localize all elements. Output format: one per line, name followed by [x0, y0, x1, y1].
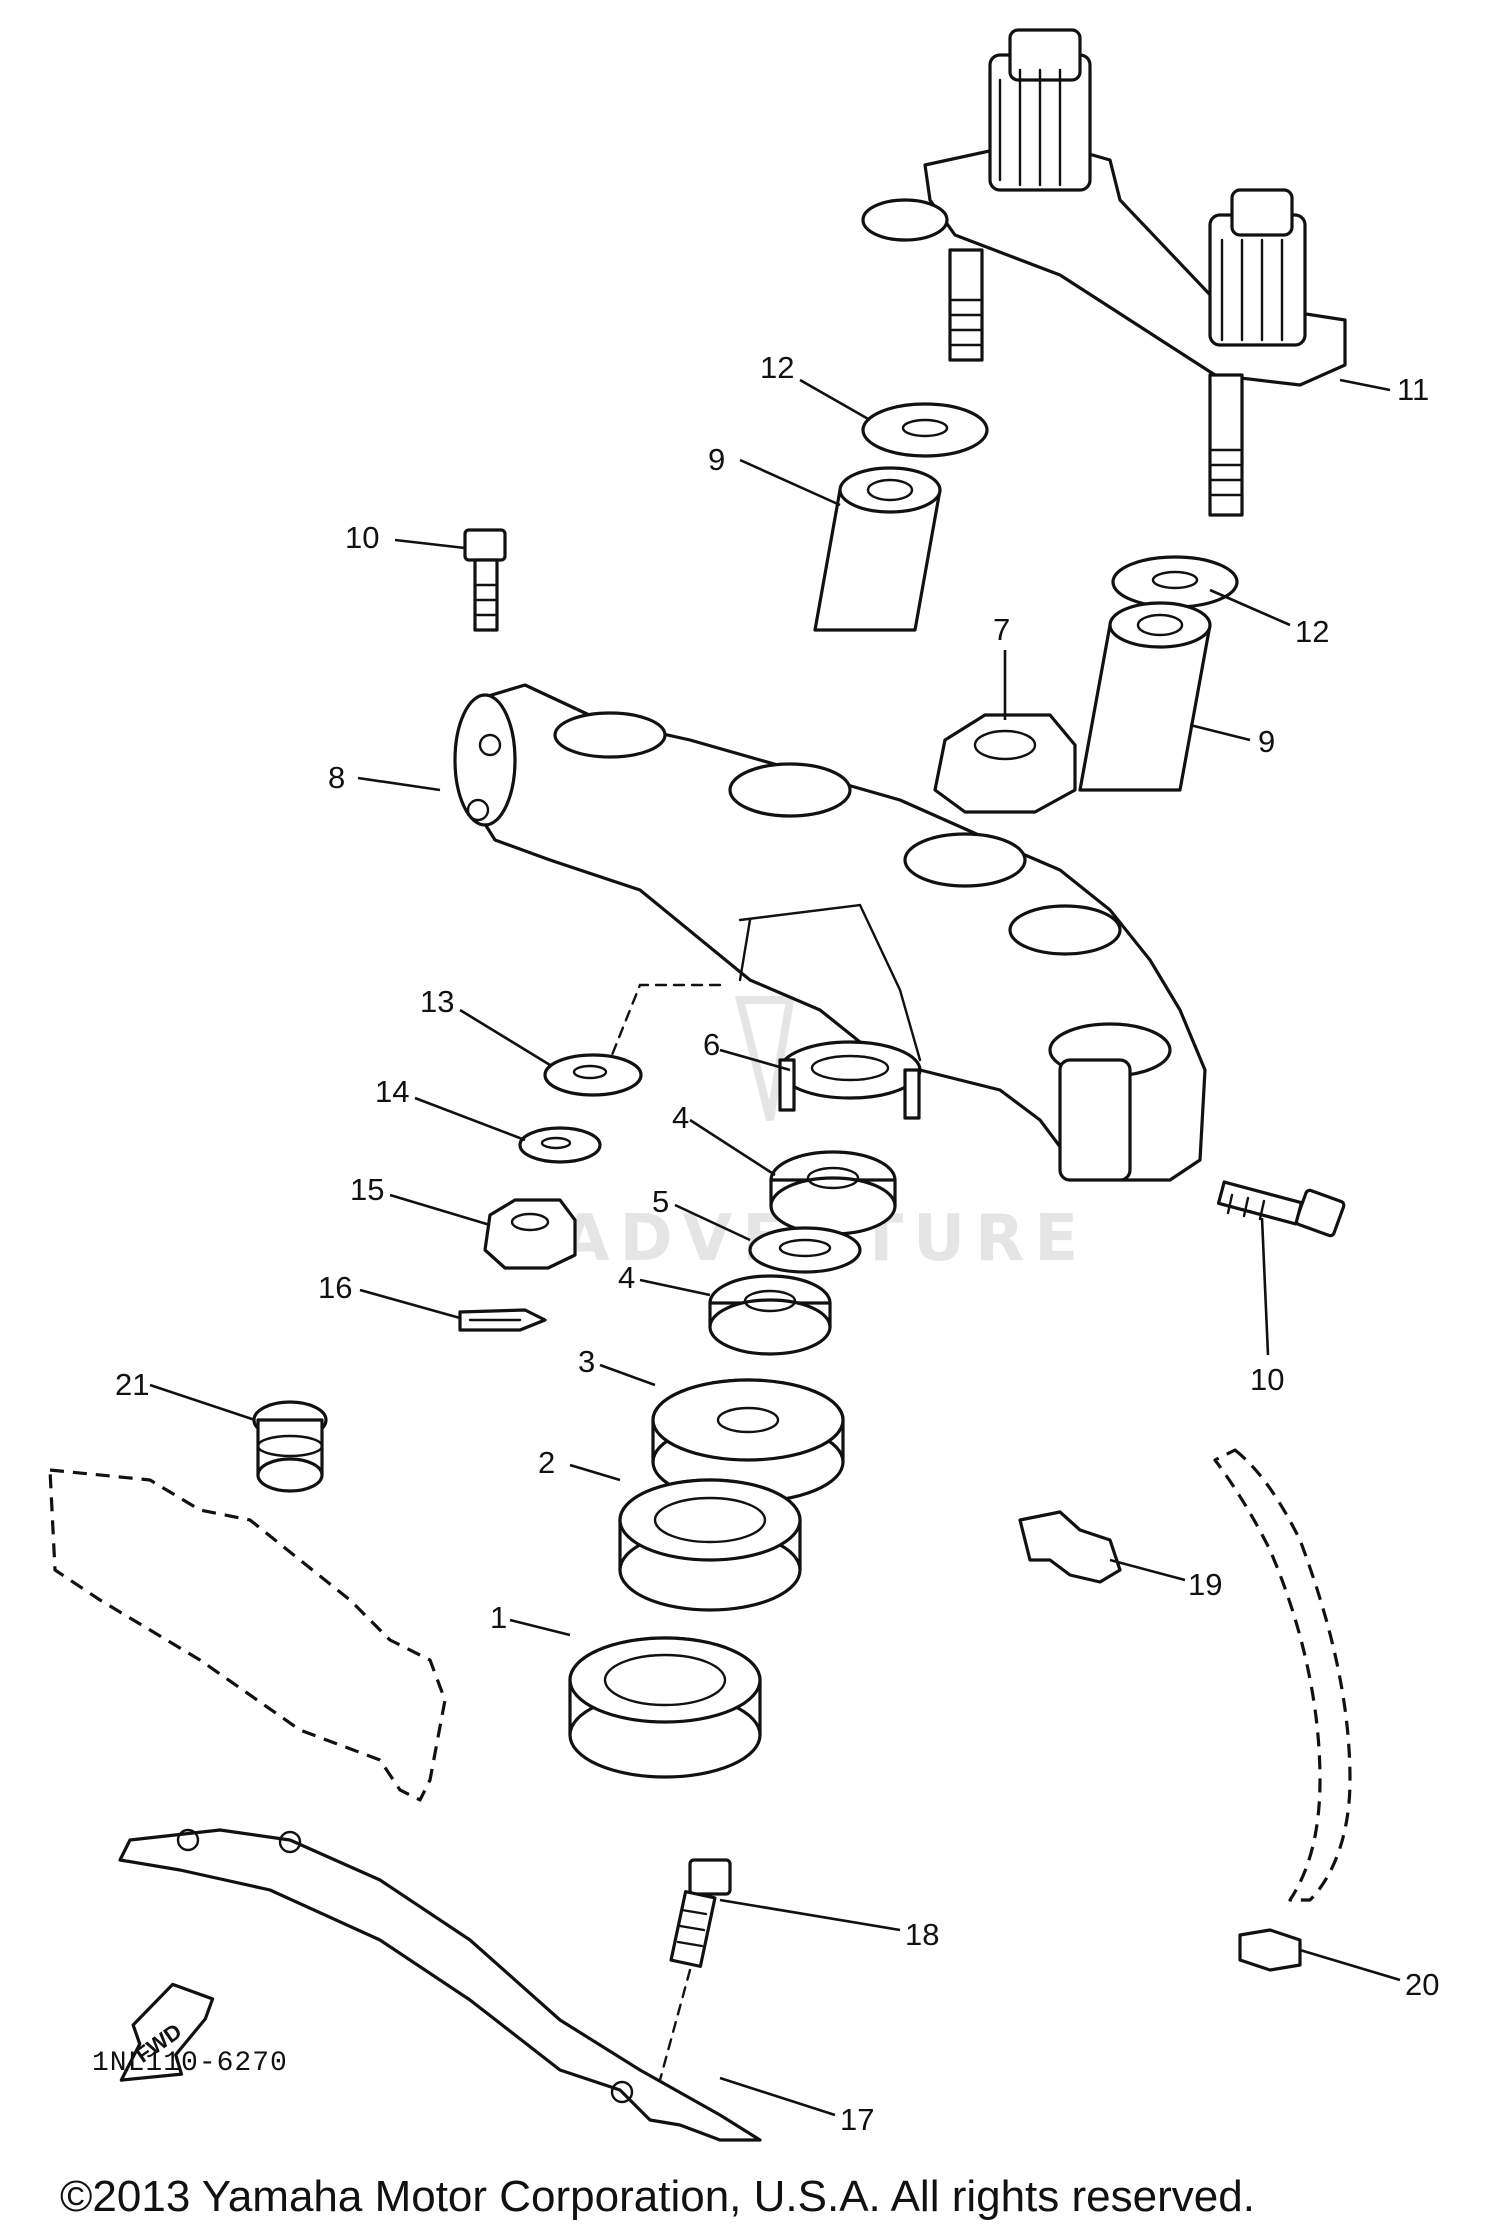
callout-18: 18 [905, 1917, 939, 1952]
part-9-damper-left [813, 466, 942, 632]
part-10-bolt-lower [1216, 1180, 1346, 1238]
callout-21: 21 [115, 1367, 149, 1402]
part-16-cotter-pin [458, 1308, 547, 1332]
callout-13: 13 [420, 984, 454, 1019]
callout-3: 3 [578, 1344, 595, 1379]
callout-2: 2 [538, 1445, 555, 1480]
part-11-handlebar-holder [861, 28, 1347, 517]
fwd-arrow-icon: FWD [119, 1982, 215, 2082]
callout-12-upper: 12 [760, 350, 794, 385]
callout-16: 16 [318, 1270, 352, 1305]
callout-6: 6 [703, 1027, 720, 1062]
part-17-lower-cover [118, 1828, 762, 2142]
callout-9-lower: 9 [1258, 724, 1275, 759]
callout-4-upper: 4 [672, 1100, 689, 1135]
callout-4-lower: 4 [618, 1260, 635, 1295]
callout-10-upper: 10 [345, 520, 379, 555]
part-8-lower-bracket [453, 683, 1207, 1182]
callout-12-lower: 12 [1295, 614, 1329, 649]
callout-9-upper: 9 [708, 442, 725, 477]
callout-15: 15 [350, 1172, 384, 1207]
part-19-clip [1018, 1510, 1122, 1584]
part-14-lock-washer [518, 1126, 602, 1164]
callout-1: 1 [490, 1600, 507, 1635]
leader-lines [149, 378, 1401, 2117]
callout-17: 17 [840, 2102, 874, 2137]
part-4-ring-nut-upper [769, 1150, 897, 1236]
bracket-plate-dashed [48, 1468, 447, 1802]
part-3-cover [651, 1378, 845, 1504]
callout-10-lower: 10 [1250, 1362, 1284, 1397]
part-12-washer-lower [1111, 555, 1239, 609]
part-6-lock-washer [778, 1040, 922, 1120]
part-12-washer-upper [861, 402, 989, 458]
callout-labels: 11 12 9 10 12 7 9 8 13 6 14 4 15 5 4 16 … [115, 350, 1439, 2137]
part-9-damper-right [1078, 601, 1212, 792]
part-13-washer [543, 1053, 643, 1097]
callout-7: 7 [993, 612, 1010, 647]
callout-19: 19 [1188, 1567, 1222, 1602]
part-1-bearing [568, 1636, 762, 1779]
part-18-bolt [658, 1858, 732, 2082]
part-21-grommet [252, 1400, 328, 1493]
part-7-steering-nut [933, 713, 1077, 814]
part-5-washer [748, 1226, 862, 1274]
callout-20: 20 [1405, 1967, 1439, 2002]
part-20-cable [1213, 1448, 1352, 1972]
part-4-ring-nut-lower [708, 1274, 832, 1356]
part-10-bolt-upper [463, 528, 507, 632]
part-15-nut [483, 1198, 577, 1270]
callout-5: 5 [652, 1184, 669, 1219]
callout-14: 14 [375, 1074, 409, 1109]
callout-11: 11 [1397, 372, 1429, 407]
callout-8: 8 [328, 760, 345, 795]
part-2-bearing [618, 1478, 802, 1612]
catalog-code: 1NL110-6270 [92, 2048, 288, 2079]
copyright-notice: ©2013 Yamaha Motor Corporation, U.S.A. A… [60, 2172, 1255, 2221]
